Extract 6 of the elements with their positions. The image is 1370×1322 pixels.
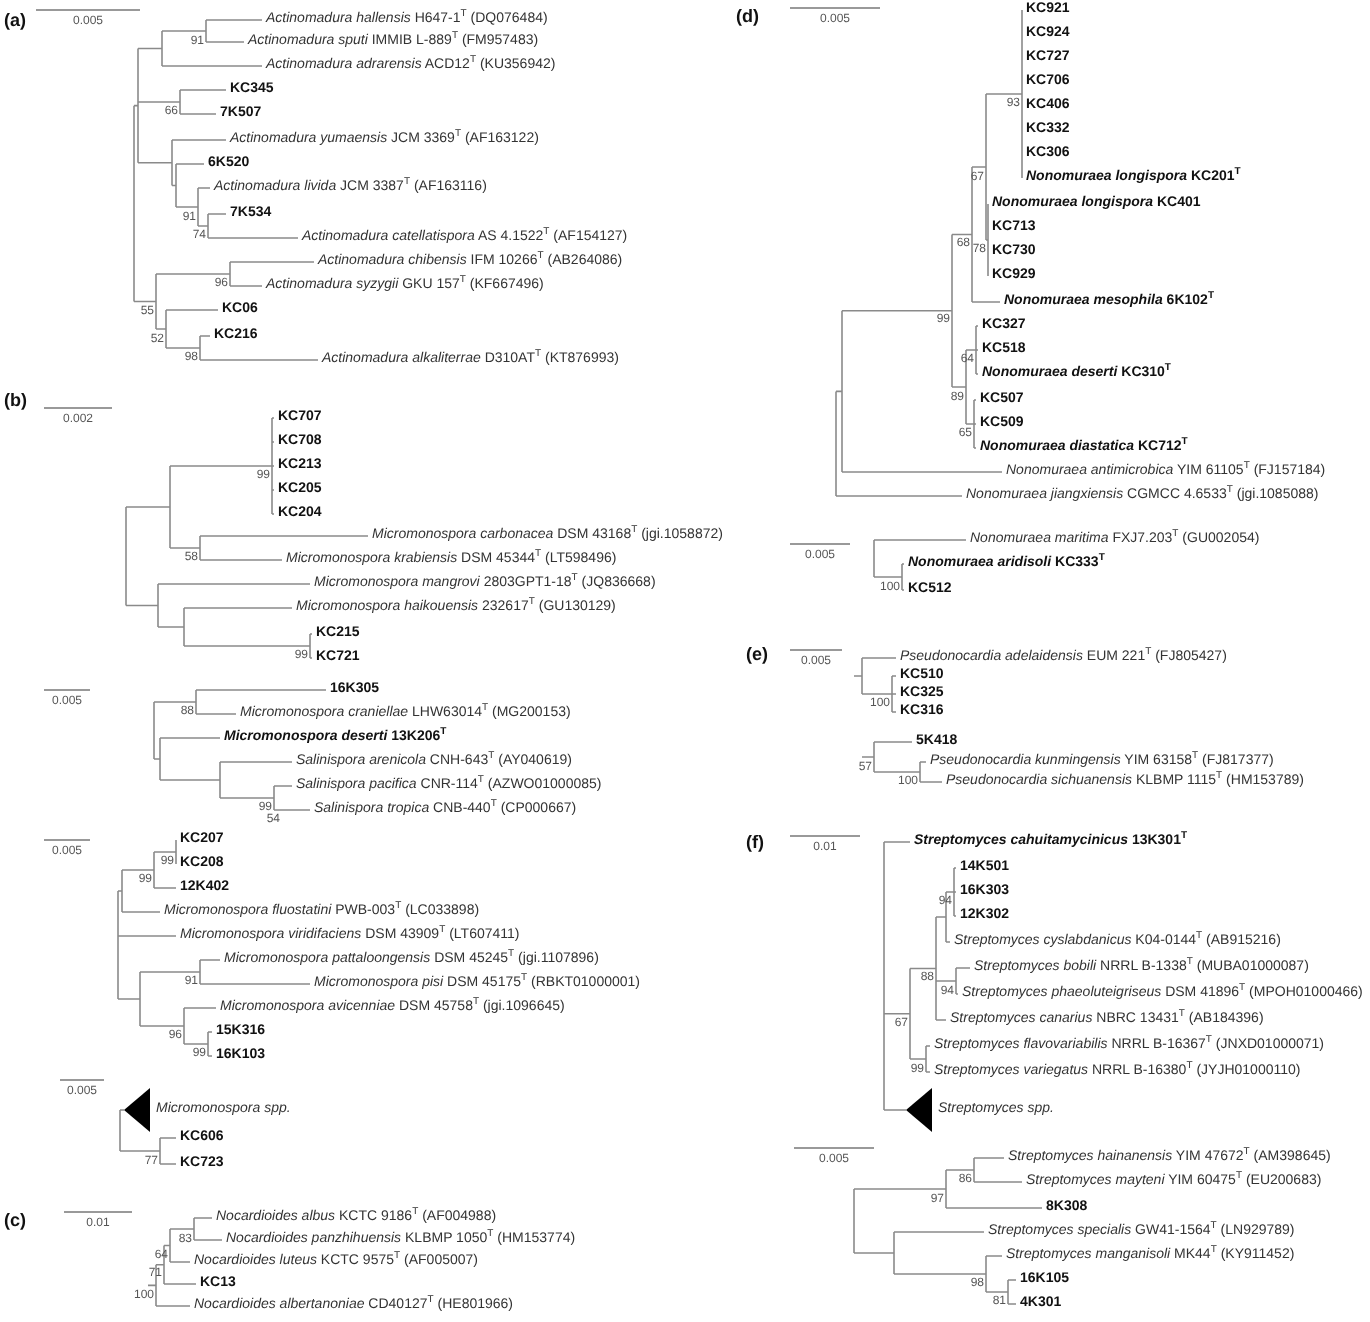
panel-label: (b)	[4, 390, 27, 410]
panel-label: (e)	[746, 644, 768, 664]
panel-label: (d)	[736, 6, 759, 26]
panel-label: (a)	[4, 10, 26, 30]
panel-label: (c)	[4, 1210, 26, 1230]
panel-label: (f)	[746, 832, 764, 852]
